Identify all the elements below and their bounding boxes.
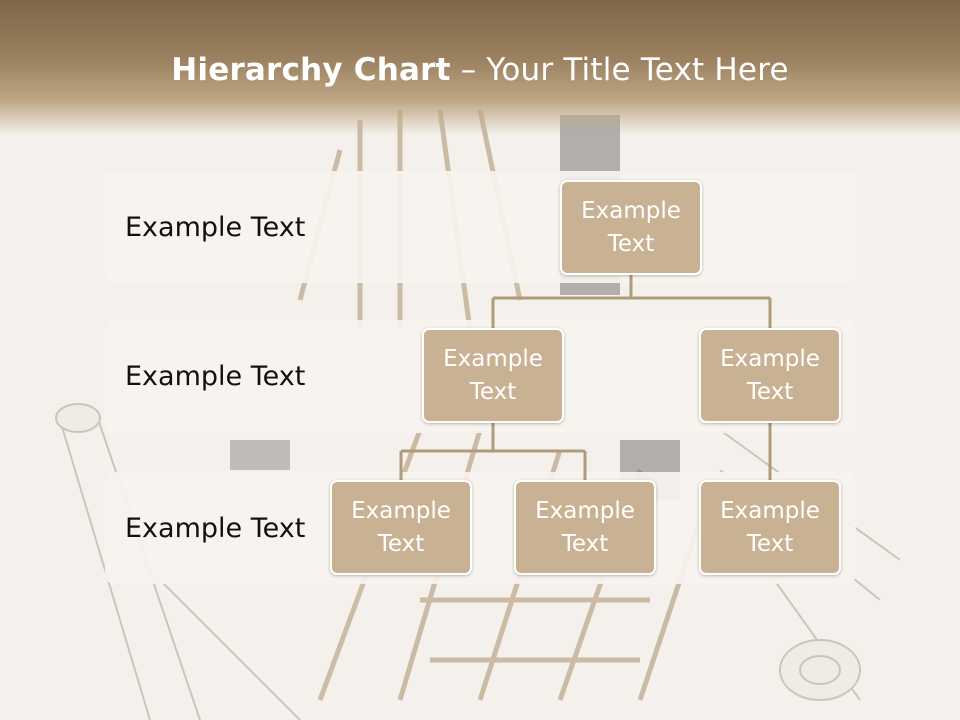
- node-level3-a[interactable]: Example Text: [330, 480, 472, 575]
- title-band: [0, 0, 960, 135]
- node-level3-b[interactable]: Example Text: [514, 480, 656, 575]
- connector-left-to-level3: [399, 423, 587, 481]
- title-bold-part: Hierarchy Chart: [171, 52, 451, 88]
- connector-root-to-level2: [491, 275, 772, 329]
- slide-title: Hierarchy Chart–Your Title Text Here: [0, 52, 960, 88]
- title-rest-part: Your Title Text Here: [486, 52, 789, 88]
- level-row-label: Example Text: [125, 361, 306, 392]
- node-root[interactable]: Example Text: [560, 180, 702, 275]
- level-row-label: Example Text: [125, 512, 306, 544]
- level-row-label: Example Text: [125, 211, 306, 243]
- node-level2-right[interactable]: Example Text: [699, 328, 841, 423]
- node-level3-c[interactable]: Example Text: [699, 480, 841, 575]
- level-row-1: Example Text: [105, 171, 856, 283]
- title-dash: –: [460, 52, 477, 88]
- node-level2-left[interactable]: Example Text: [422, 328, 564, 423]
